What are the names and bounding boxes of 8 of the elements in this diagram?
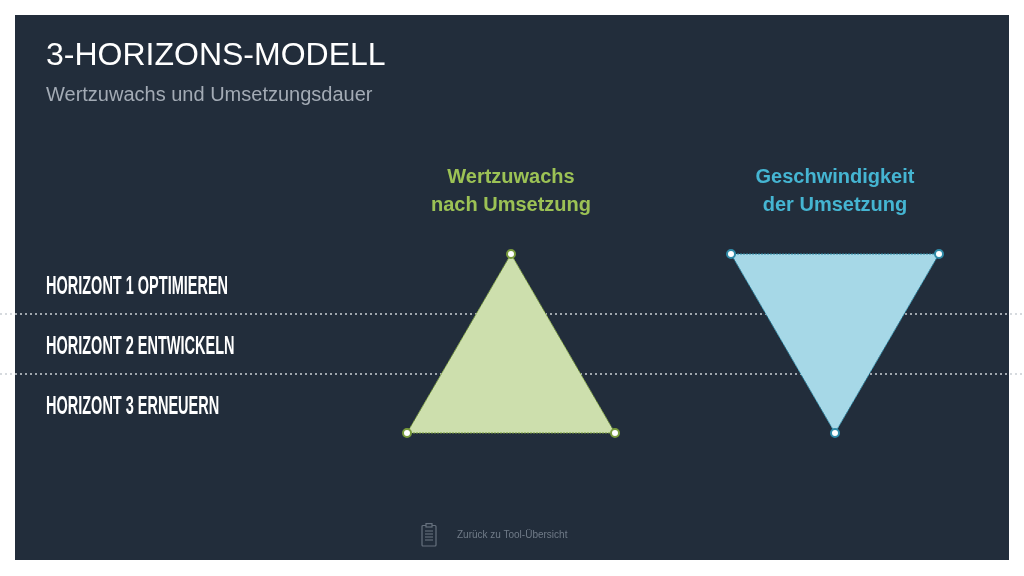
horizon-label: HORIZONT 3 ERNEUERN: [46, 392, 220, 418]
back-link: Zurück zu Tool-Übersicht: [457, 529, 568, 541]
slide-subtitle: Wertzuwachs und Umsetzungsdauer: [46, 82, 373, 106]
horizon-label: HORIZONT 2 ENTWICKELN: [46, 332, 235, 358]
triangle-heading: Wertzuwachs nach Umsetzung: [430, 164, 592, 217]
triangle-heading: Geschwindigkeit der Umsetzung: [754, 164, 916, 217]
horizon-label: HORIZONT 1 OPTIMIEREN: [46, 272, 229, 298]
slide-title: 3-HORIZONS-MODELL: [46, 35, 386, 74]
